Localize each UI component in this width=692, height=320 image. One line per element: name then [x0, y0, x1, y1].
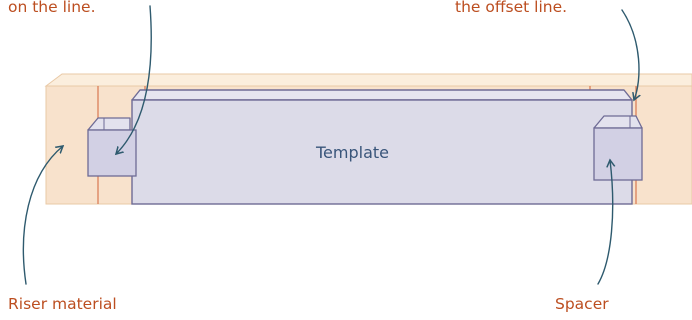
- arrow-offset-line: [621, 9, 639, 100]
- callout-riser-material: Riser material: [8, 295, 117, 313]
- template-piece: [131, 89, 633, 205]
- template-label: Template: [316, 143, 390, 162]
- arrow-on-the-line: [116, 5, 152, 154]
- arrow-spacer: [597, 160, 613, 285]
- arrow-riser-material: [22, 146, 63, 285]
- callout-spacer: Spacer: [555, 295, 609, 313]
- leader-arrows: [22, 5, 639, 285]
- spacer-right: [593, 115, 643, 181]
- callout-offset-line: the offset line.: [455, 0, 568, 16]
- callout-on-the-line: on the line.: [8, 0, 96, 16]
- spacer-left: [87, 117, 137, 177]
